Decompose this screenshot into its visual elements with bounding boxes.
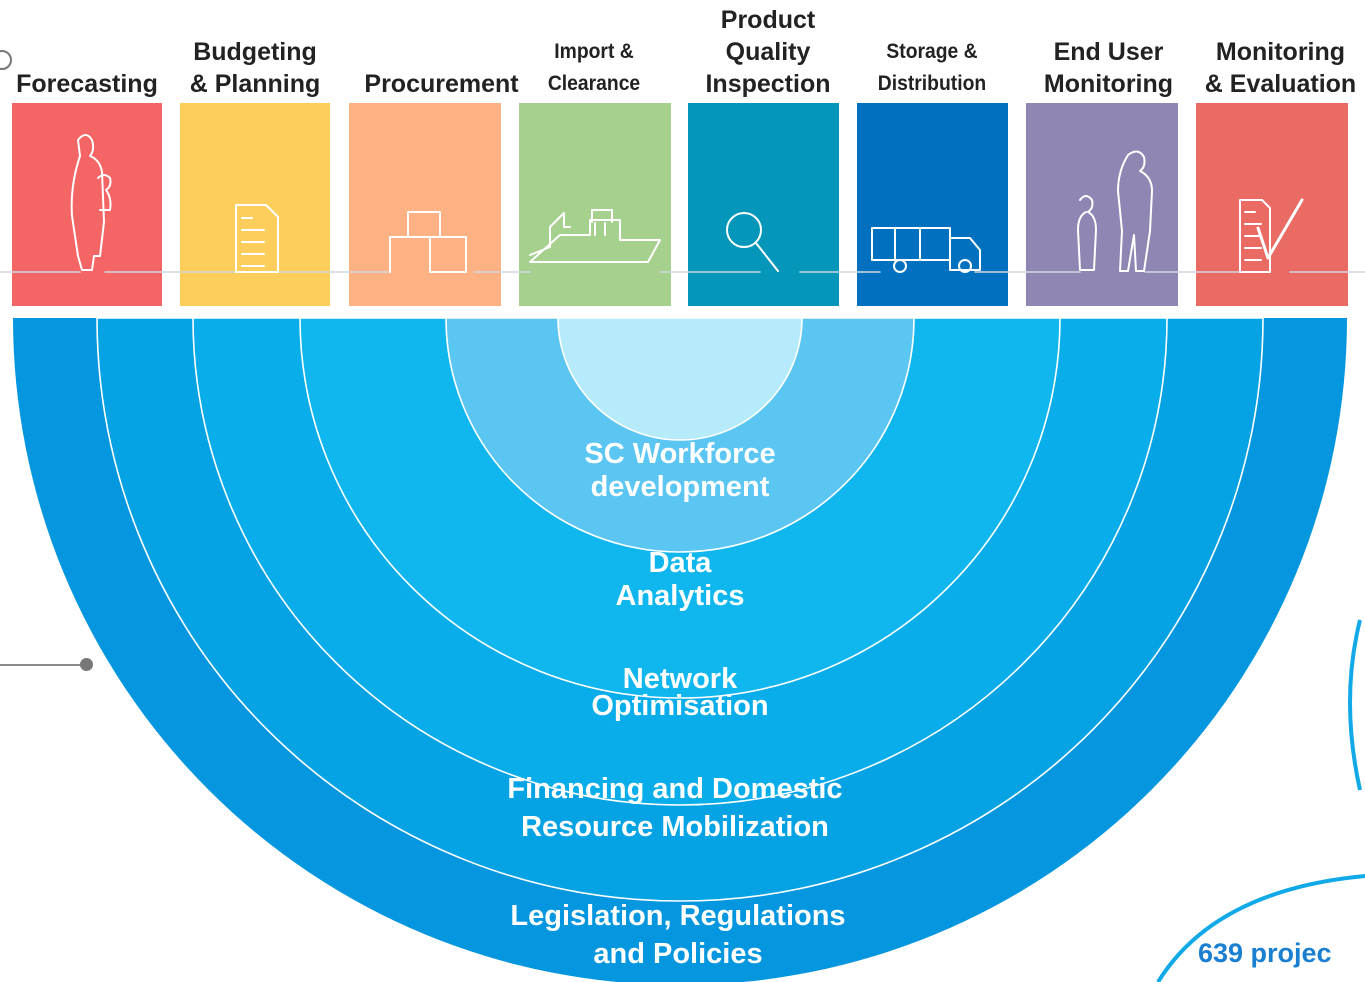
stage-label-import: Import &Clearance bbox=[547, 40, 641, 95]
ring-arc-5 bbox=[557, 317, 803, 441]
stage-label-forecasting: Forecasting bbox=[16, 70, 158, 98]
connector-line-left bbox=[0, 664, 84, 666]
stage-label-procurement: Procurement bbox=[364, 70, 519, 98]
stage-label-budgeting: Budgeting& Planning bbox=[189, 38, 321, 98]
stage-label-storage: Storage &Distribution bbox=[877, 40, 987, 95]
stage-label-evaluation: Monitoring& Evaluation bbox=[1204, 38, 1357, 98]
projects-count-label: 639 projec bbox=[1198, 938, 1332, 968]
decorative-circle-bottom-right bbox=[1156, 874, 1365, 982]
connector-dot-top bbox=[0, 50, 12, 70]
connector-dot-left bbox=[80, 658, 93, 671]
decorative-circle-right bbox=[1348, 619, 1362, 791]
